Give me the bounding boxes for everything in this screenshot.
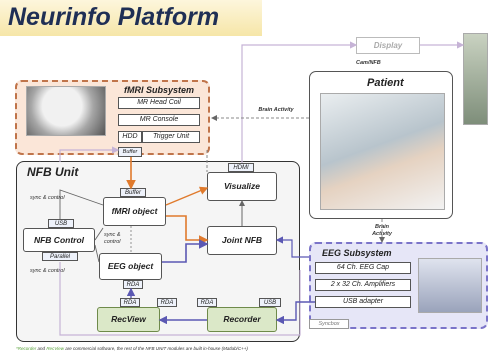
recorder-rda-tag: RDA bbox=[197, 298, 217, 307]
eeg-object-node: EEG object bbox=[99, 253, 162, 280]
fmri-object-node: fMRI object bbox=[103, 197, 166, 226]
mri-scanner-photo bbox=[26, 86, 106, 136]
eeg-amplifiers-box: 2 x 32 Ch. Amplifiers bbox=[315, 279, 411, 291]
nfb-unit-title: NFB Unit bbox=[27, 165, 79, 179]
recorder-node: Recorder bbox=[207, 307, 277, 332]
hdmi-tag: HDMI bbox=[228, 163, 254, 172]
recview-rda-right-tag: RDA bbox=[157, 298, 177, 307]
recview-rda-left-tag: RDA bbox=[120, 298, 140, 307]
mr-head-coil-box: MR Head Coil bbox=[118, 97, 200, 109]
display-box: Display bbox=[356, 37, 420, 54]
patient-title: Patient bbox=[367, 77, 404, 89]
eeg-object-rda-tag: RDA bbox=[123, 280, 143, 289]
syncbox-box: Syncbox bbox=[309, 319, 349, 329]
title-banner bbox=[0, 0, 262, 36]
fmri-buffer-tag: Buffer bbox=[118, 147, 142, 157]
sync-control-label-top: sync & control bbox=[30, 195, 65, 201]
sync-control-label-mid: sync & control bbox=[104, 232, 121, 245]
patient-photo bbox=[320, 93, 445, 210]
nfb-parallel-tag: Parallel bbox=[42, 252, 78, 261]
eeg-cap-box: 64 Ch. EEG Cap bbox=[315, 262, 411, 274]
footnote-recview: RecView bbox=[46, 346, 64, 351]
recview-node: RecView bbox=[97, 307, 160, 332]
brain-activity-text-bottom: Brain Activity bbox=[372, 224, 392, 237]
trigger-unit-box: Trigger Unit bbox=[142, 131, 200, 143]
brain-activity-label-top: Brain Activity bbox=[258, 107, 294, 114]
cam-nfb-label: Cam/NFB bbox=[356, 60, 381, 66]
mr-console-box: MR Console bbox=[118, 114, 200, 126]
nfb-control-node: NFB Control bbox=[23, 228, 95, 252]
hdd-box: HDD bbox=[118, 131, 142, 143]
brain-activity-label-bottom: Brain Activity bbox=[367, 224, 397, 238]
fmri-subsystem-title: fMRI Subsystem bbox=[124, 85, 195, 95]
sync-control-label-bottom: sync & control bbox=[30, 268, 65, 274]
fmri-object-buffer-tag: Buffer bbox=[120, 188, 146, 197]
page-title: Neurinfo Platform bbox=[8, 3, 220, 31]
brain-activity-text-top: Brain Activity bbox=[258, 107, 294, 113]
display-photo bbox=[463, 33, 488, 125]
footnote-recorder: *Recorder bbox=[16, 346, 37, 351]
visualize-node: Visualize bbox=[207, 172, 277, 201]
joint-nfb-node: Joint NFB bbox=[207, 226, 277, 255]
nfb-usb-tag: USB bbox=[48, 219, 74, 228]
footnote-rest: are commercial software, the rest of the… bbox=[65, 346, 248, 351]
footnote: *Recorder and RecView are commercial sof… bbox=[16, 346, 248, 351]
eeg-amplifier-photo bbox=[418, 258, 482, 313]
eeg-subsystem-title: EEG Subsystem bbox=[322, 248, 392, 258]
recorder-usb-tag: USB bbox=[259, 298, 281, 307]
footnote-and: and bbox=[37, 346, 46, 351]
eeg-usb-adapter-box: USB adapter bbox=[315, 296, 411, 308]
